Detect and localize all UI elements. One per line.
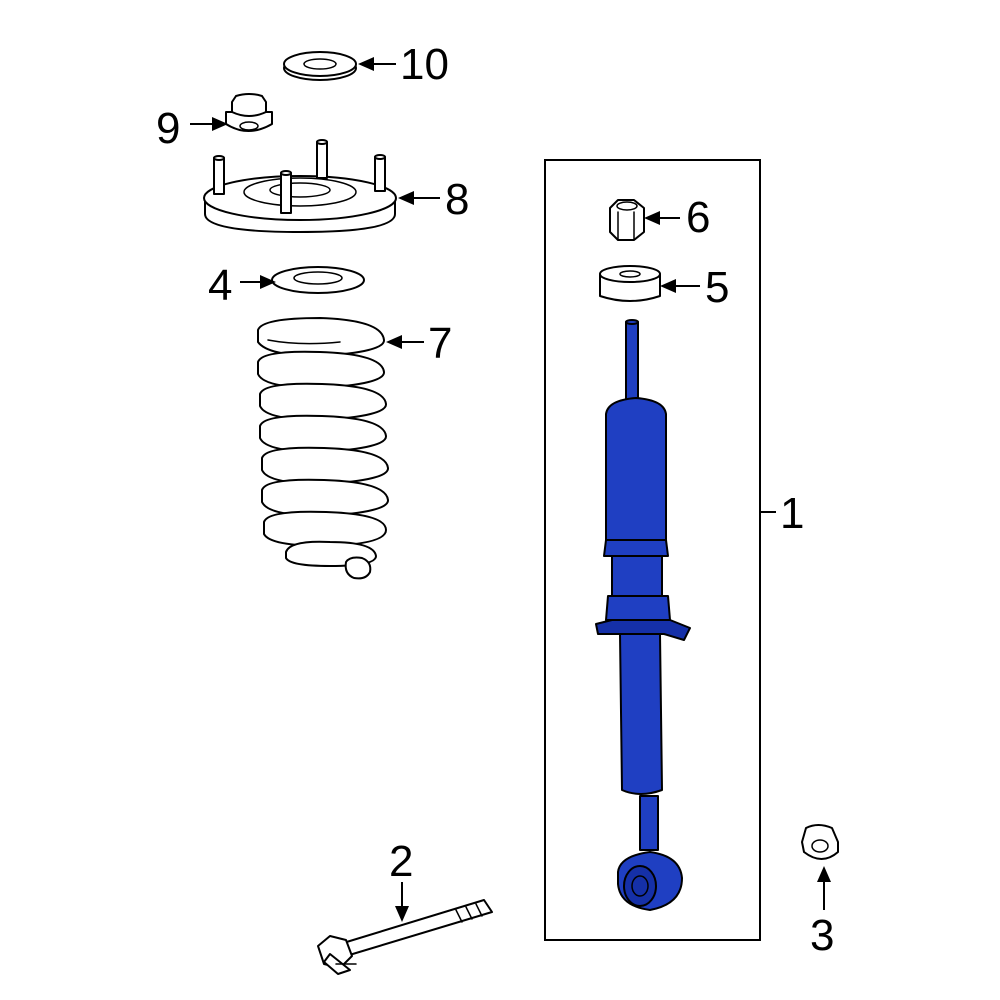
callout-5: 5 [705, 263, 729, 312]
nut-part-6[interactable] [609, 199, 645, 241]
callout-4: 4 [208, 261, 232, 310]
flange-nut-part-3[interactable] [801, 824, 839, 860]
leader-10 [358, 57, 396, 71]
bushing-part-5[interactable] [599, 265, 661, 302]
coil-spring-part-7[interactable] [257, 317, 389, 580]
assembly-box [544, 159, 761, 941]
bolt-part-2[interactable] [317, 899, 493, 975]
callout-7: 7 [428, 319, 452, 368]
callout-1: 1 [780, 489, 804, 538]
leader-5 [660, 279, 700, 293]
insulator-part-4[interactable] [271, 266, 365, 294]
washer-part-10[interactable] [283, 51, 357, 81]
upper-mount-part-8[interactable] [203, 139, 397, 233]
leader-4 [240, 275, 276, 289]
callout-3: 3 [810, 911, 834, 960]
leader-9 [190, 117, 228, 131]
leader-6 [644, 211, 680, 225]
callout-6: 6 [686, 193, 710, 242]
leader-3 [817, 866, 831, 910]
nut-part-9[interactable] [225, 93, 273, 132]
callout-10: 10 [400, 40, 449, 89]
callout-8: 8 [445, 175, 469, 224]
leader-8 [398, 191, 440, 205]
shock-absorber-part-1[interactable] [595, 319, 691, 911]
leader-2 [395, 882, 409, 922]
callout-9: 9 [156, 104, 180, 153]
callout-2: 2 [389, 837, 413, 886]
leader-7 [386, 335, 424, 349]
